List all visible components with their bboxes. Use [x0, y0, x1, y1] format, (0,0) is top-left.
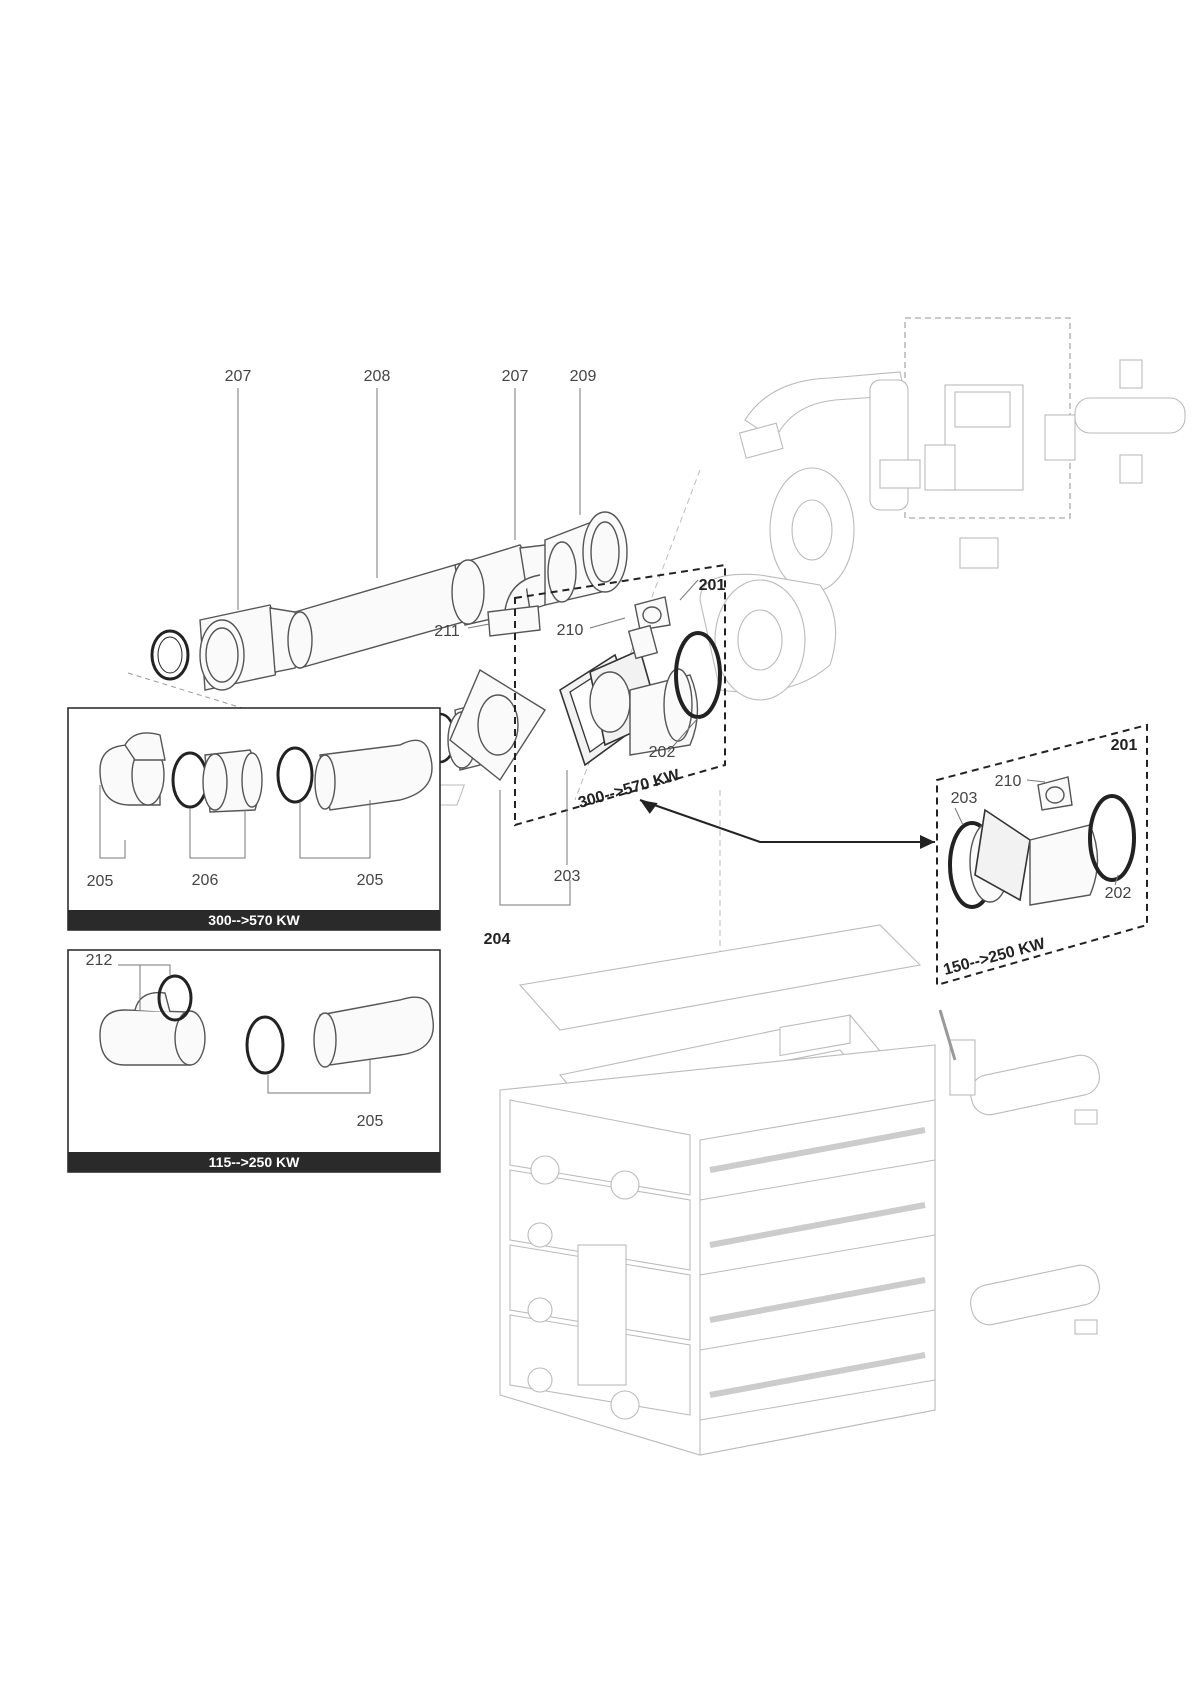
adapter-assembly: [423, 668, 571, 906]
callout-207-a: 207: [225, 368, 252, 385]
callout-211: 211: [434, 623, 460, 640]
callout-201-b: 201: [1111, 737, 1138, 754]
detail-201-small: 150-->250 KW: [936, 723, 1148, 987]
inset-300-570-band: [68, 910, 440, 930]
callout-207-b: 207: [502, 368, 529, 385]
callout-210-a: 210: [557, 622, 584, 639]
inset-300-570-band-label: 300-->570 KW: [208, 912, 300, 928]
background-gas-train: [738, 317, 1186, 569]
callout-212: 212: [86, 952, 113, 969]
background-boiler-body: [499, 924, 1100, 1456]
callout-201-a: 201: [699, 577, 726, 594]
callout-205-b: 205: [357, 872, 384, 889]
callout-206: 206: [192, 872, 219, 889]
detail-201-small-caption: 150-->250 KW: [942, 935, 1048, 979]
callout-204: 204: [484, 931, 511, 948]
callout-205-a: 205: [87, 873, 114, 890]
callout-203-b: 203: [951, 790, 978, 807]
callout-labels: 207 208 207 209 211 210 201 202 203 204 …: [86, 368, 1138, 1130]
inset-115-250-band: [68, 1152, 440, 1172]
flue-pipe-assembly: [127, 388, 628, 739]
callout-210-b: 210: [995, 773, 1022, 790]
callout-208: 208: [364, 368, 391, 385]
detail-link-arrow: [639, 799, 935, 849]
detail-201-large-caption: 300-->570 KW: [576, 766, 682, 811]
callout-202-b: 202: [1105, 885, 1132, 902]
callout-205-c: 205: [357, 1113, 384, 1130]
detail-201-large: 300-->570 KW: [514, 563, 726, 865]
callout-202-a: 202: [649, 744, 676, 761]
callout-209: 209: [570, 368, 597, 385]
inset-300-570: 300-->570 KW: [67, 707, 441, 931]
inset-115-250: 115-->250 KW: [67, 949, 441, 1173]
inset-115-250-band-label: 115-->250 KW: [209, 1154, 300, 1170]
callout-203-a: 203: [554, 868, 581, 885]
